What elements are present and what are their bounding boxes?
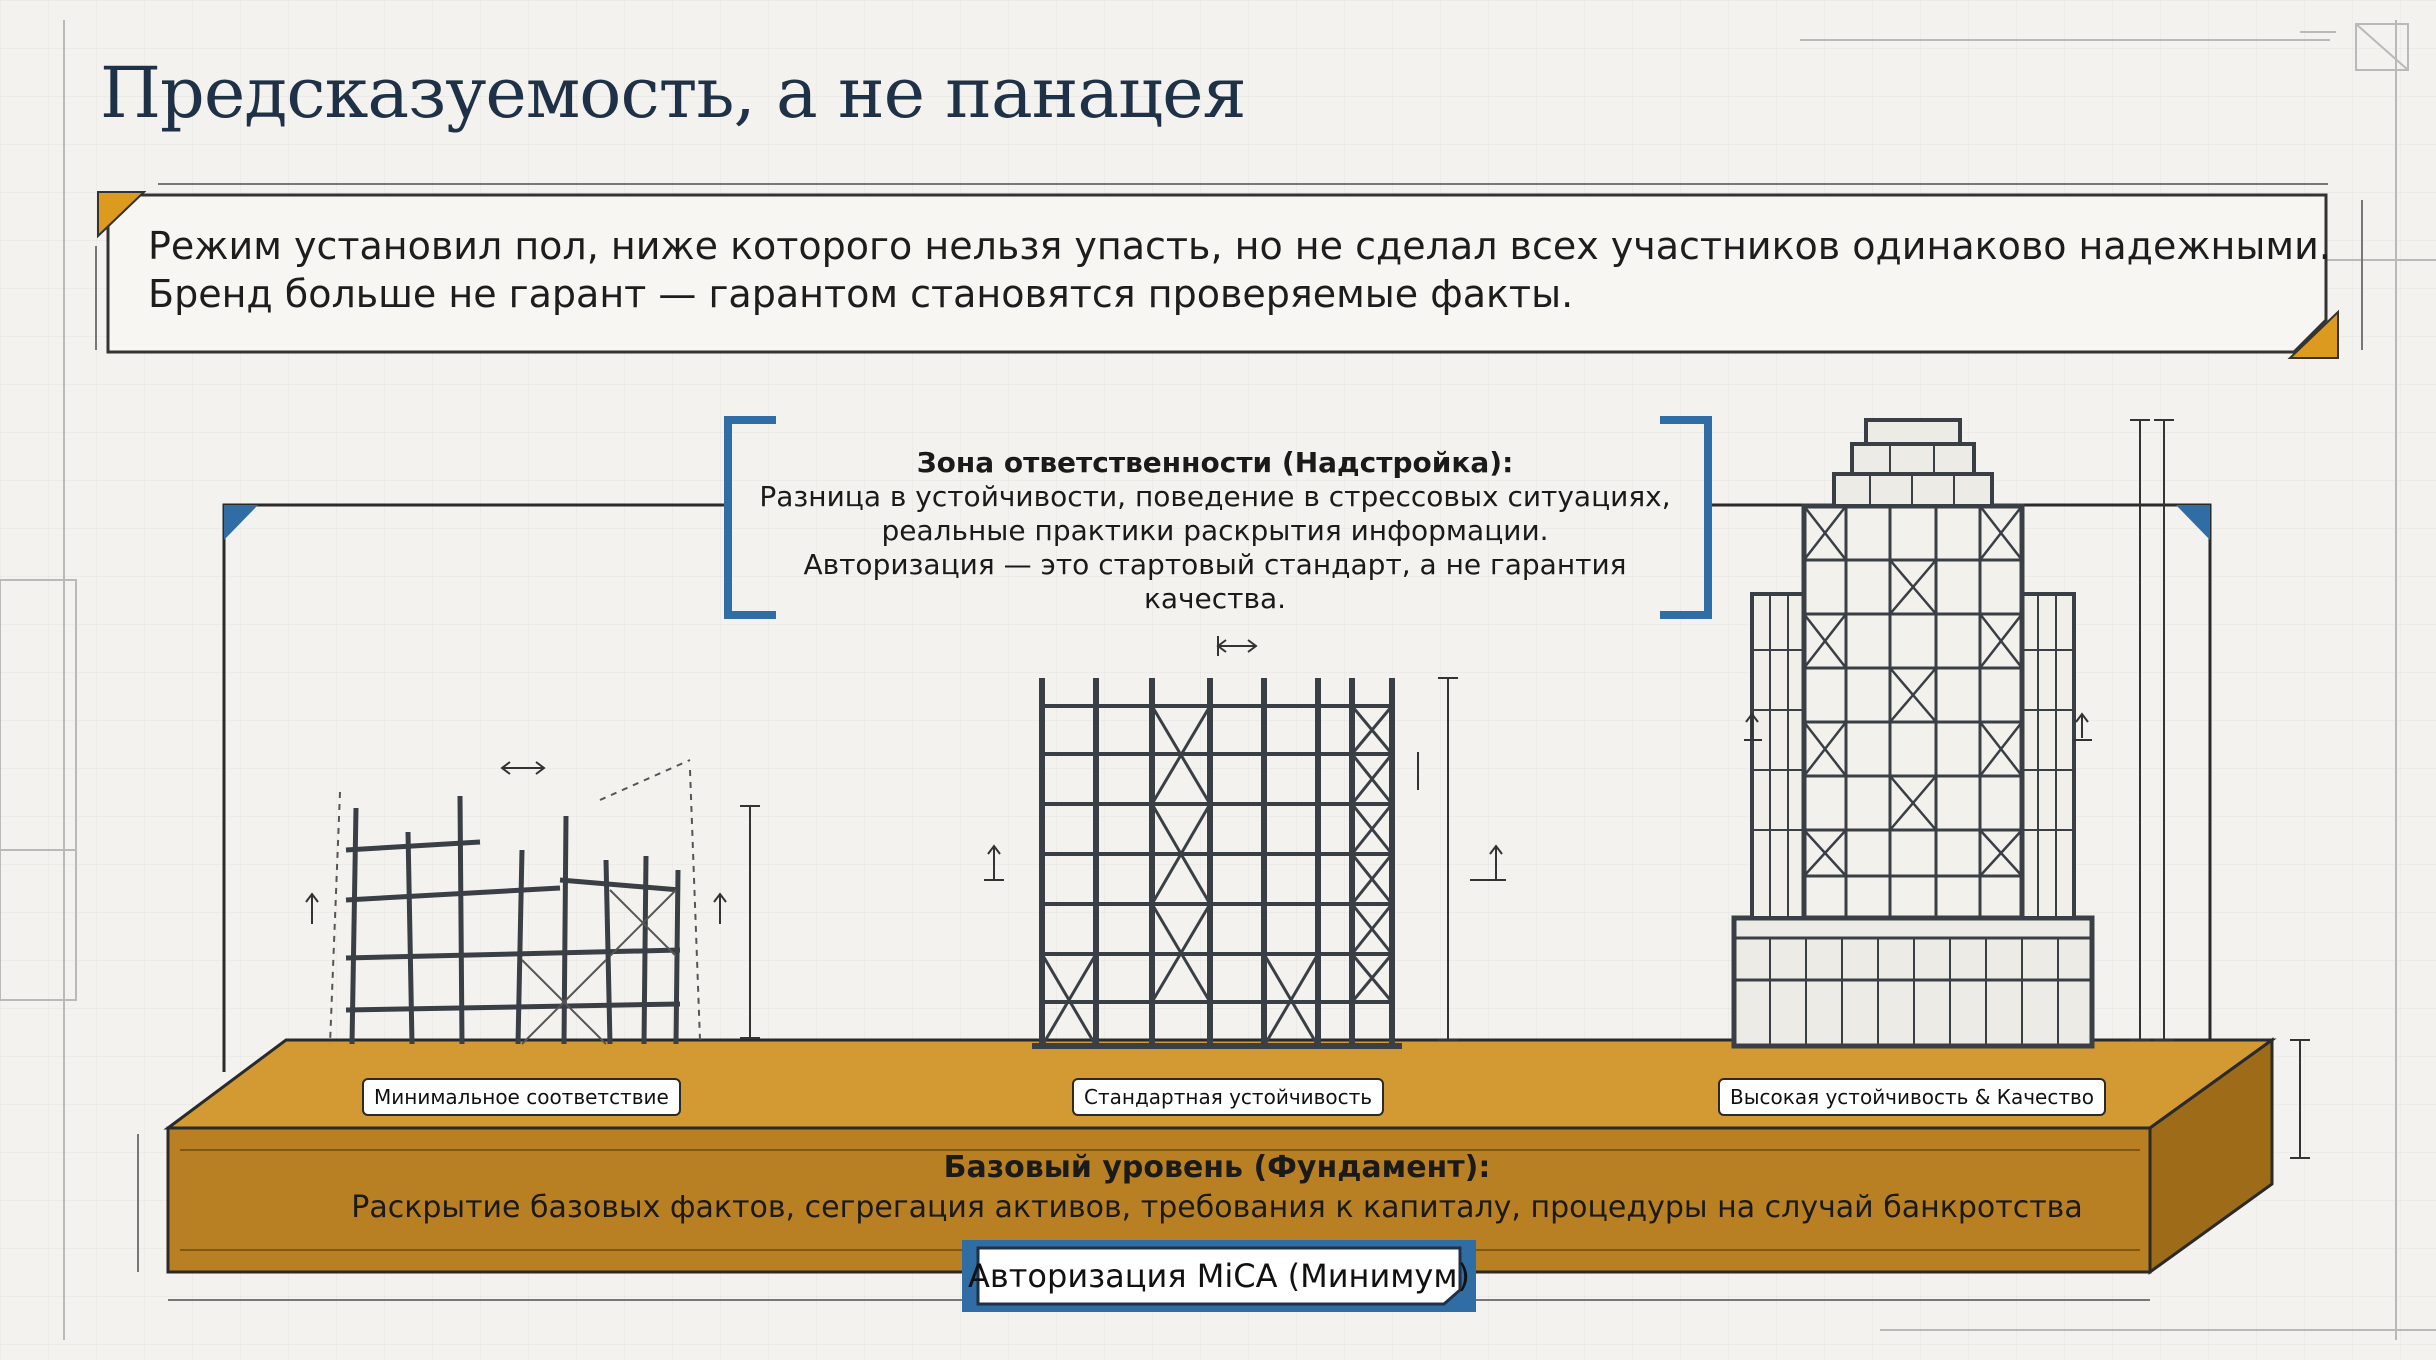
building-label-high: Высокая устойчивость & Качество [1718, 1078, 2107, 1116]
building-standard [984, 636, 1506, 1049]
building-label-standard: Стандартная устойчивость [1072, 1078, 1385, 1116]
zone-line-3: Авторизация — это стартовый стандарт, а … [803, 548, 1627, 615]
intro-text: Режим установил пол, ниже которого нельз… [148, 222, 2331, 318]
foundation-description: Базовый уровень (Фундамент): Раскрытие б… [172, 1148, 2262, 1228]
intro-corner-accent-right [2287, 309, 2339, 359]
building-minimal [305, 759, 760, 1045]
zone-corner-accent-right [2176, 505, 2210, 540]
foundation-title: Базовый уровень (Фундамент): [943, 1150, 1491, 1185]
foundation-side-face [2148, 1037, 2274, 1275]
zone-line-2: реальные практики раскрытия информации. [881, 514, 1549, 547]
building-high-quality [1731, 418, 2310, 1159]
mica-badge: Авторизация MiCA (Минимум) [968, 1257, 1470, 1295]
building-label-minimal: Минимальное соответствие [362, 1078, 681, 1116]
intro-line-1: Режим установил пол, ниже которого нельз… [148, 224, 2331, 268]
zone-line-1: Разница в устойчивости, поведение в стре… [759, 480, 1671, 513]
zone-corner-accent-left [224, 505, 258, 540]
intro-line-2: Бренд больше не гарант — гарантом станов… [148, 272, 1574, 316]
intro-corner-accent-left [97, 191, 147, 239]
foundation-text: Раскрытие базовых фактов, сегрегация акт… [351, 1190, 2083, 1225]
zone-title: Зона ответственности (Надстройка): [916, 446, 1514, 479]
intro-box-frame [95, 183, 2363, 359]
page-title: Предсказуемость, а не панацея [100, 52, 1247, 134]
mica-badge-frame [962, 1240, 1476, 1312]
zone-description: Зона ответственности (Надстройка): Разни… [740, 446, 1690, 616]
